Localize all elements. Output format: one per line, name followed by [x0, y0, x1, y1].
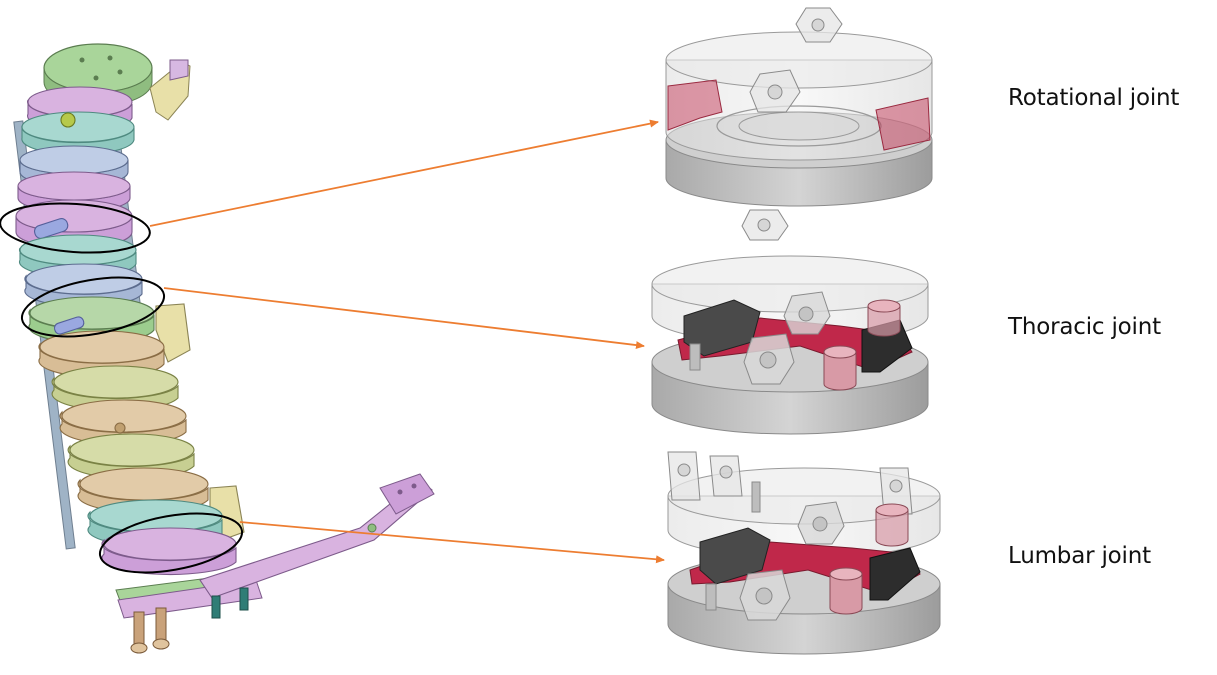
- lumbar-joint-highlight: [98, 512, 244, 574]
- callout-arrows: [149, 119, 665, 564]
- arrow-rotational: [149, 119, 659, 227]
- thoracic-joint-model: [651, 255, 929, 435]
- rotational-joint-label: Rotational joint: [1008, 85, 1180, 111]
- base-plate: [115, 473, 435, 654]
- spine-assembly: [0, 43, 435, 654]
- rotational-joint-highlight: [0, 202, 151, 254]
- lumbar-joint-model: [667, 451, 941, 655]
- segment-15: [101, 527, 237, 576]
- rotational-joint-model: [665, 7, 933, 241]
- thoracic-joint-label: Thoracic joint: [1008, 314, 1161, 340]
- spine-segments: [15, 86, 245, 576]
- lumbar-joint-label: Lumbar joint: [1008, 543, 1151, 569]
- arrow-thoracic: [163, 287, 645, 350]
- thoracic-joint-highlight: [20, 276, 166, 338]
- arrow-lumbar: [239, 521, 665, 564]
